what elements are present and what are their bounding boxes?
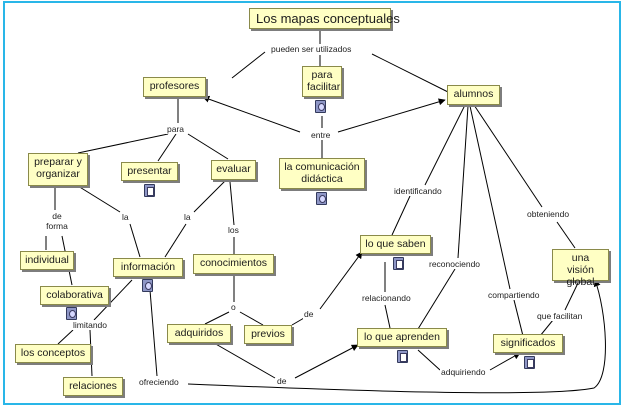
line-quefacilitan-vision	[564, 282, 579, 311]
line-evaluar-los	[229, 181, 235, 226]
concept-node-title[interactable]: Los mapas conceptuales	[249, 8, 400, 29]
line-preparar-la	[77, 185, 121, 213]
link-label-limitando: limitando	[72, 320, 109, 330]
line-reconociendo-aprenden	[417, 268, 456, 330]
line-para-preparar	[77, 133, 169, 154]
concept-node-preparar[interactable]: preparar y organizar	[28, 153, 88, 186]
concept-node-lo-que-saben[interactable]: lo que saben	[360, 235, 431, 254]
concept-node-informacion[interactable]: información	[113, 258, 183, 277]
link-label-relacionando: relacionando	[361, 293, 412, 303]
link-label-de-forma: de forma	[43, 211, 71, 231]
line-significados-quefacilitan	[539, 319, 554, 337]
link-label-obteniendo: obteniendo	[526, 209, 571, 219]
line-identificando-saben	[391, 195, 411, 236]
concept-node-adquiridos[interactable]: adquiridos	[167, 324, 231, 343]
link-label-la-left: la	[121, 212, 130, 222]
link-label-para: para	[166, 124, 186, 134]
line-obteniendo-vision	[556, 221, 576, 249]
link-label-reconociendo: reconociendo	[428, 259, 482, 269]
line-alumnos-reconociendo	[457, 105, 469, 259]
concept-node-relaciones[interactable]: relaciones	[63, 377, 123, 396]
line-informacion-ofreciendo	[149, 289, 158, 377]
informacion-resource-icon[interactable]	[142, 279, 153, 292]
link-label-adquiriendo: adquiriendo	[440, 367, 487, 377]
link-label-entre: entre	[310, 130, 332, 140]
line-limitando-relaciones	[89, 329, 93, 377]
concept-node-individual[interactable]: individual	[20, 251, 74, 270]
link-label-ofreciendo: ofreciendo	[138, 377, 180, 387]
line-adquiridos-de	[213, 342, 276, 379]
arrow-entre-profesores	[202, 95, 301, 133]
concept-node-comunicacion[interactable]: la comunicación didáctica	[279, 158, 365, 189]
line-o-previos	[239, 311, 264, 326]
comunicacion-resource-icon[interactable]	[316, 192, 327, 205]
concept-node-significados[interactable]: significados	[493, 334, 563, 353]
link-label-la-mid: la	[183, 212, 192, 222]
arrow-ofreciendo-vision	[187, 279, 606, 394]
concept-node-evaluar[interactable]: evaluar	[211, 160, 256, 180]
concept-node-vision-global[interactable]: una visión global	[552, 249, 609, 288]
link-label-los: los	[227, 225, 240, 235]
presentar-document-icon[interactable]	[144, 184, 155, 197]
concept-node-lo-que-aprenden[interactable]: lo que aprenden	[357, 328, 447, 347]
concept-node-alumnos[interactable]: alumnos	[447, 85, 500, 105]
line-para-evaluar	[187, 133, 229, 160]
link-label-de-bottom: de	[276, 376, 288, 386]
concept-node-presentar[interactable]: presentar	[121, 162, 178, 181]
arrow-entre-alumnos	[337, 98, 446, 133]
link-label-compartiendo: compartiendo	[487, 290, 541, 300]
arrow-de-lo-que-aprenden	[294, 344, 359, 379]
concept-node-conocimientos[interactable]: conocimientos	[193, 254, 274, 274]
line-limitando-conceptos	[57, 329, 74, 345]
link-label-identificando: identificando	[393, 186, 443, 196]
line-pueden-alumnos	[371, 53, 449, 93]
arrow-adquiriendo-significados	[489, 352, 521, 371]
line-la-informacion-2	[164, 223, 187, 258]
link-label-o: o	[230, 302, 237, 312]
line-o-adquiridos	[204, 311, 230, 325]
line-alumnos-compartiendo	[469, 105, 511, 290]
concept-node-los-conceptos[interactable]: los conceptos	[15, 344, 91, 363]
colaborativa-resource-icon[interactable]	[66, 307, 77, 320]
line-compartiendo-significados	[513, 299, 524, 337]
concept-node-facilitar[interactable]: para facilitar	[302, 66, 342, 97]
concept-node-colaborativa[interactable]: colaborativa	[40, 286, 109, 305]
concept-node-profesores[interactable]: profesores	[143, 77, 206, 97]
lo-que-saben-document-icon[interactable]	[393, 257, 404, 270]
link-label-pueden: pueden ser utilizados	[270, 44, 353, 54]
line-alumnos-obteniendo	[473, 104, 543, 208]
facilitar-resource-icon[interactable]	[315, 100, 326, 113]
line-relacionando-aprenden	[384, 304, 391, 329]
significados-document-icon[interactable]	[524, 356, 535, 369]
line-la-informacion	[129, 223, 141, 258]
line-evaluar-la	[193, 179, 227, 213]
line-informacion-limitando	[93, 279, 133, 321]
line-previos-de	[291, 317, 305, 326]
lo-que-aprenden-document-icon[interactable]	[397, 350, 408, 363]
concept-node-previos[interactable]: previos	[244, 325, 292, 344]
link-label-de-previos: de	[303, 309, 315, 319]
line-alumnos-identificando	[424, 104, 466, 186]
link-label-que-facilitan: que facilitan	[536, 311, 584, 321]
arrow-de-lo-que-saben	[319, 251, 363, 310]
line-para-presentar	[157, 133, 177, 162]
line-pueden-profesores	[231, 51, 266, 79]
line-aprenden-adquiriendo	[417, 349, 441, 371]
